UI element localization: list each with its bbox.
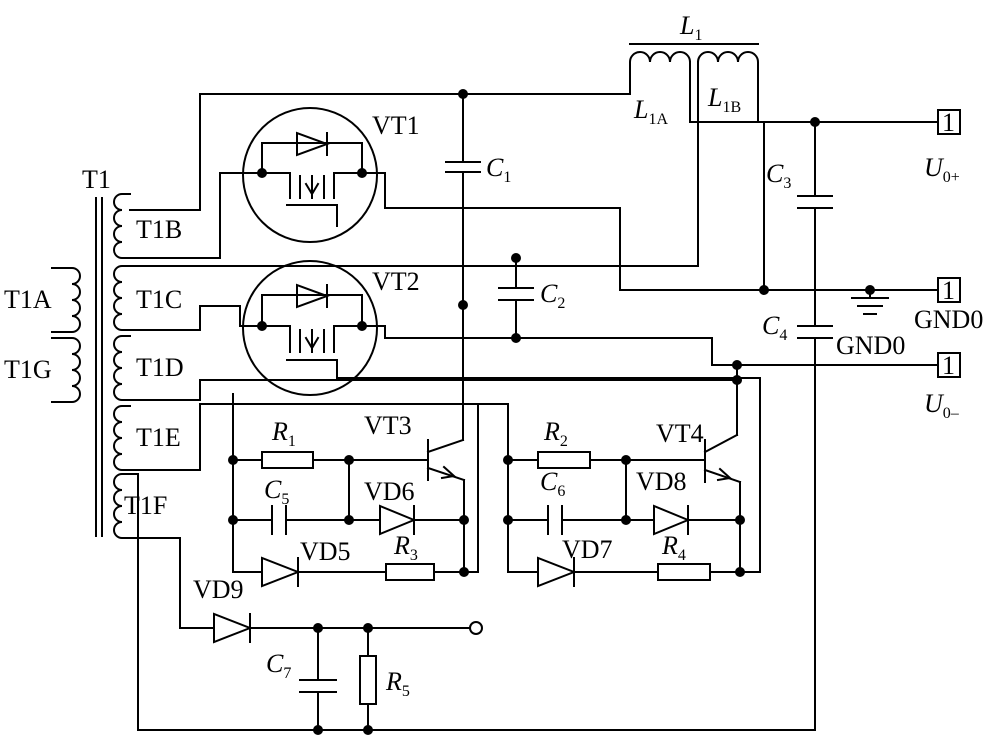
label-l1b: L1B [707,83,741,116]
label-c2: C2 [540,279,565,312]
winding-t1c [113,265,131,331]
label-r2: R2 [543,417,568,450]
vd7-diode [537,556,577,588]
resistors [261,451,711,705]
label-vd9: VD9 [193,575,244,604]
r1-body [261,451,314,469]
label-r1: R1 [271,417,296,450]
label-t1: T1 [82,165,111,194]
r3-body [385,563,435,581]
label-vt2: VT2 [372,267,420,296]
transistor-vt4 [703,433,742,484]
label-r4: R4 [661,531,686,564]
label-t1c: T1C [136,285,182,314]
label-u0-minus: U0– [924,389,960,422]
label-gnd0-mid: GND0 [836,331,905,360]
label-c6: C6 [540,467,565,500]
ground-symbol [851,297,889,315]
label-t1e: T1E [136,423,181,452]
label-c5: C5 [264,475,289,508]
component-labels: L1 L1A L1B C1 C2 C3 C4 C5 C6 C7 R1 R2 R3… [264,11,960,700]
label-r3: R3 [393,531,418,564]
winding-t1g [51,337,81,403]
transistor-vt3 [426,438,466,482]
terminal-u0minus [937,352,961,378]
label-r5: R5 [385,667,410,700]
label-t1f: T1F [124,491,167,520]
label-t1g: T1G [4,355,52,384]
label-l1a: L1A [633,95,668,128]
terminal-number: 1 [942,351,955,380]
capacitors [271,161,833,693]
label-u0-plus: U0+ [924,153,960,186]
label-vd6: VD6 [364,477,415,506]
r5-body [359,655,377,705]
terminal-number: 1 [942,276,955,305]
label-vt3: VT3 [364,411,412,440]
label-l1: L1 [679,11,702,44]
winding-t1b [113,193,131,259]
labels: T1 T1A T1G T1B T1C T1D T1E T1F VT1 VT2 V… [4,108,983,604]
label-gnd0-right: GND0 [914,305,983,334]
r2-body [537,451,591,469]
output-terminal [469,621,483,635]
inductor-l1 [629,43,759,266]
label-vd7: VD7 [562,535,613,564]
winding-t1e [113,405,131,471]
terminal-u0plus [937,109,961,135]
mosfet-vt2 [242,260,378,396]
terminal-number: 1 [942,108,955,137]
diodes [213,504,691,644]
label-c7: C7 [266,649,291,682]
vd5-diode [261,556,301,588]
junctions [228,89,875,735]
mosfet-vt1 [242,107,378,243]
label-c3: C3 [766,159,791,192]
winding-t1a [51,267,81,333]
vd6-diode [379,504,417,536]
terminals [469,109,961,635]
label-t1b: T1B [136,215,182,244]
label-c4: C4 [762,311,787,344]
label-c1: C1 [486,153,511,186]
label-vd5: VD5 [300,537,351,566]
label-t1a: T1A [4,285,52,314]
vd9-diode [213,612,253,644]
winding-t1f [113,473,131,539]
vd8-diode [653,504,691,536]
label-vt4: VT4 [656,419,704,448]
label-t1d: T1D [136,353,184,382]
wiring [129,93,939,731]
label-vd8: VD8 [636,467,687,496]
transformer-t1 [51,193,131,539]
winding-t1d [113,335,131,401]
terminal-gnd0 [937,277,961,303]
label-vt1: VT1 [372,111,420,140]
r4-body [657,563,711,581]
